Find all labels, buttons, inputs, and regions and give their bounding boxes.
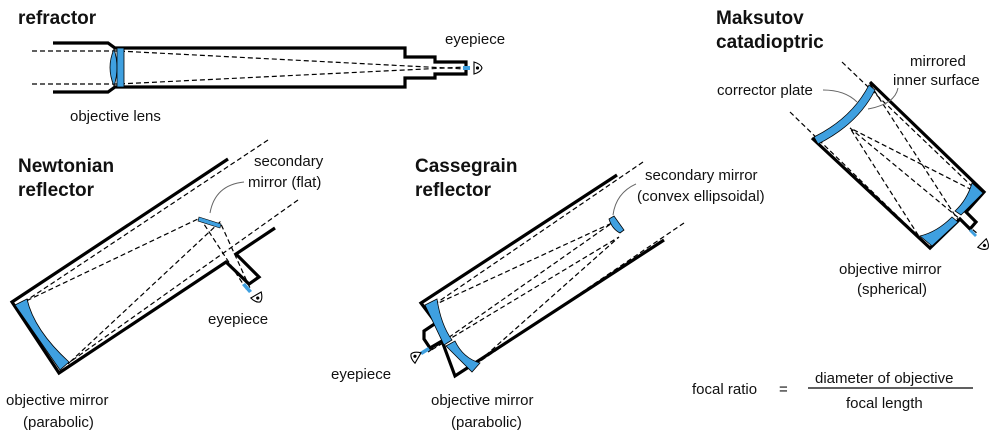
refractor-objective-label: objective lens — [70, 108, 161, 125]
eye-icon — [473, 61, 483, 75]
newtonian-objective-label-line2: (parabolic) — [23, 414, 94, 431]
refractor-eyepiece-lens — [463, 66, 470, 70]
maksutov-objective-label-line1: objective mirror — [839, 261, 942, 278]
maksutov-eyepiece-lens — [969, 229, 977, 237]
cassegrain-secondary-label-line2: (convex ellipsoidal) — [637, 188, 765, 205]
formula-numerator: diameter of objective — [815, 370, 953, 387]
cassegrain-title-line1: Cassegrain — [415, 156, 517, 177]
newtonian-group: Newtonian reflector secondary mirror (fl… — [6, 139, 324, 431]
cassegrain-secondary-leader — [612, 183, 637, 216]
maksutov-objective-mirror — [919, 182, 984, 247]
objective-lens-element — [116, 47, 125, 88]
cassegrain-rays — [427, 161, 685, 365]
cassegrain-eyepiece-label: eyepiece — [331, 366, 391, 383]
maksutov-mirrored-label-line2: inner surface — [893, 72, 980, 89]
refractor-eyepiece-label: eyepiece — [445, 31, 505, 48]
maksutov-group: Maksutov catadioptric corrector plate mi… — [716, 8, 993, 298]
cassegrain-secondary-label-line1: secondary mirror — [645, 167, 758, 184]
maksutov-title-line1: Maksutov — [716, 8, 804, 29]
refractor-group: refractor eyepiece objective lens — [18, 8, 505, 125]
maksutov-corrector-label: corrector plate — [717, 82, 813, 99]
maksutov-tube — [810, 80, 987, 251]
focal-ratio-formula: focal ratio = diameter of objective foca… — [692, 370, 973, 412]
refractor-rays — [32, 50, 467, 85]
cassegrain-eyepiece-lens — [420, 347, 430, 355]
newtonian-title-line1: Newtonian — [18, 156, 114, 177]
maksutov-rays — [789, 61, 981, 239]
maksutov-corrector-leader — [822, 89, 858, 103]
maksutov-objective-label-line2: (spherical) — [857, 281, 927, 298]
maksutov-title-line2: catadioptric — [716, 32, 824, 53]
cassegrain-objective-mirror — [424, 298, 481, 373]
newtonian-eyepiece-label: eyepiece — [208, 311, 268, 328]
eye-icon — [407, 348, 422, 364]
newtonian-tube — [9, 157, 276, 376]
eye-icon — [977, 238, 993, 254]
newtonian-secondary-mirror — [197, 216, 222, 229]
formula-equals: = — [779, 381, 788, 398]
refractor-title: refractor — [18, 8, 97, 29]
refractor-tube — [53, 41, 468, 94]
newtonian-secondary-label-line1: secondary — [254, 153, 324, 170]
cassegrain-secondary-mirror — [608, 215, 625, 234]
cassegrain-title-line2: reflector — [415, 180, 492, 201]
maksutov-mirrored-label-line1: mirrored — [910, 53, 966, 70]
cassegrain-objective-label-line2: (parabolic) — [451, 414, 522, 431]
maksutov-mirrored-leader — [867, 87, 899, 110]
objective-lens — [109, 47, 118, 88]
newtonian-secondary-label-line2: mirror (flat) — [248, 174, 321, 191]
eye-icon — [250, 291, 266, 306]
newtonian-eyepiece-lens — [242, 283, 252, 293]
newtonian-objective-mirror — [14, 298, 70, 371]
cassegrain-tube — [418, 173, 665, 379]
newtonian-title-line2: reflector — [18, 180, 95, 201]
formula-denominator: focal length — [846, 395, 923, 412]
newtonian-secondary-leader — [209, 181, 245, 214]
cassegrain-group: Cassegrain reflector secondary mirror (c… — [331, 156, 765, 431]
cassegrain-objective-label-line1: objective mirror — [431, 392, 534, 409]
formula-lhs: focal ratio — [692, 381, 757, 398]
newtonian-objective-label-line1: objective mirror — [6, 392, 109, 409]
maksutov-corrector-plate — [813, 84, 876, 145]
